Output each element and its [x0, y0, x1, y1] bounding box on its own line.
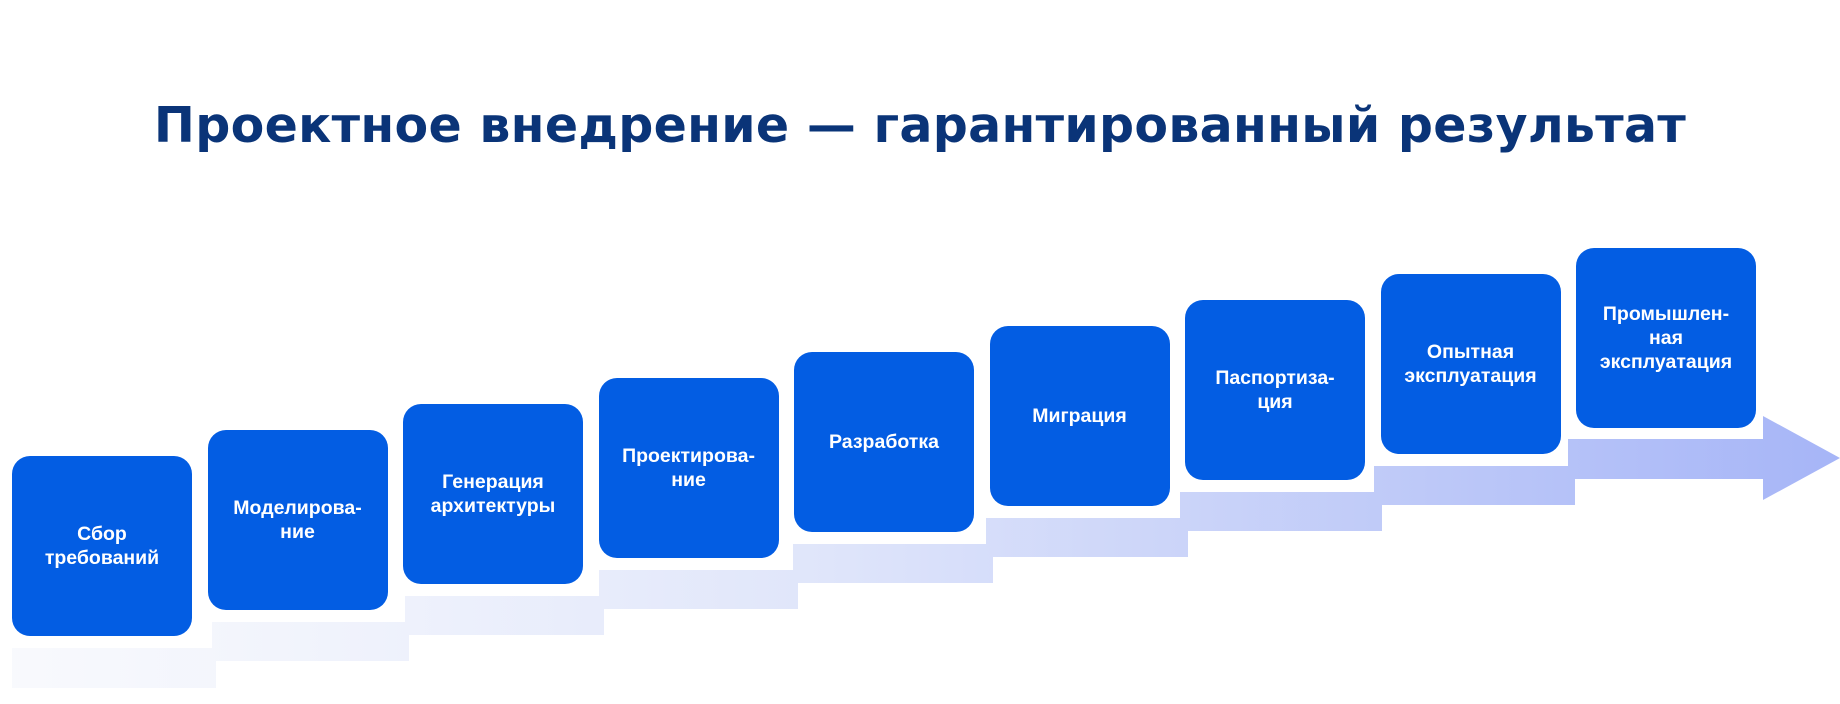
step-label: Моделирова- ние	[233, 497, 362, 543]
page-title: Проектное внедрение — гарантированный ре…	[153, 97, 1687, 154]
staircase-arrow-shape	[12, 416, 1840, 688]
step-label: Проектирова- ние	[622, 445, 755, 491]
step-label: Миграция	[1032, 405, 1127, 427]
step-label: Промышлен- ная эксплуатация	[1599, 303, 1733, 373]
step-label: Сбор требований	[44, 523, 160, 569]
step-label: Опытная эксплуатация	[1404, 341, 1537, 387]
step-7: Паспортиза- ция	[1185, 300, 1365, 480]
step-3: Генерация архитектуры	[403, 404, 583, 584]
step-label: Разработка	[829, 431, 939, 453]
step-8: Опытная эксплуатация	[1380, 274, 1561, 454]
step-1: Сбор требований	[12, 456, 192, 636]
step-9: Промышлен- ная эксплуатация	[1576, 248, 1756, 428]
step-5: Разработка	[794, 352, 974, 532]
step-label: Генерация архитектуры	[430, 471, 556, 517]
step-label: Паспортиза- ция	[1215, 367, 1335, 413]
step-6: Миграция	[989, 326, 1170, 506]
step-2: Моделирова- ние	[207, 430, 388, 610]
step-4: Проектирова- ние	[598, 378, 779, 558]
